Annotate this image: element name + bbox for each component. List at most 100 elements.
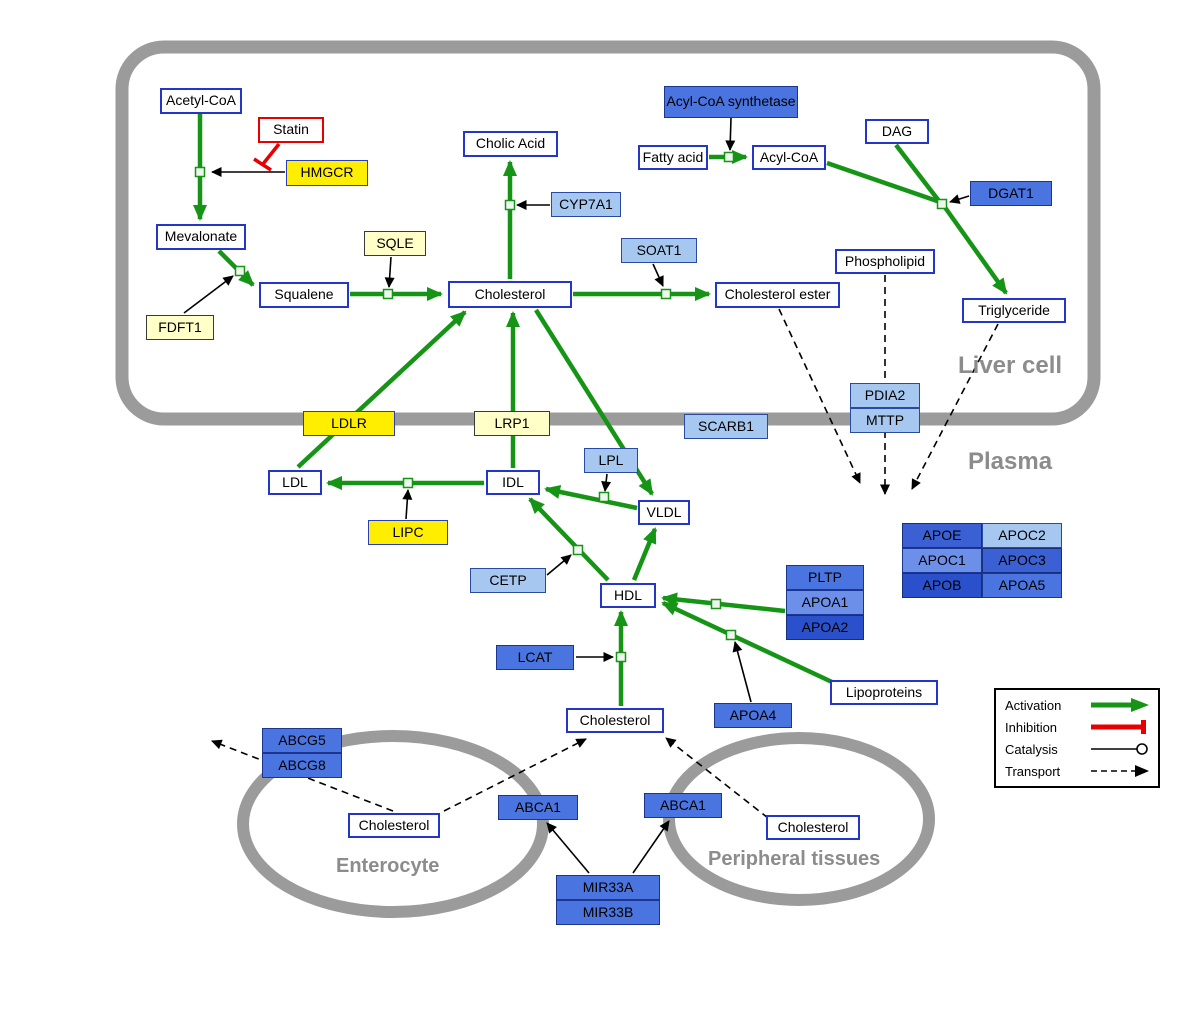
node-apob[interactable]: APOB [902,573,982,598]
node-statin[interactable]: Statin [258,117,324,143]
node-pdia2[interactable]: PDIA2 [850,383,920,408]
activation-node-to-triglyceride [942,204,1008,295]
node-scarb1[interactable]: SCARB1 [684,414,768,439]
node-lpl[interactable]: LPL [584,448,638,473]
node-mevalonate[interactable]: Mevalonate [156,224,246,250]
legend-inhibition-label: Inhibition [1005,719,1058,735]
catalysis-acylcoa-synthetase [725,117,736,151]
node-cholesterol-peripheral[interactable]: Cholesterol [766,815,860,840]
reaction-node-cetp [572,544,584,556]
reaction-node-fdft1 [234,265,246,277]
node-abcg5[interactable]: ABCG5 [262,728,342,753]
node-apoa1[interactable]: APOA1 [786,590,864,615]
regulation-mir33-abca1-enterocyte [546,822,590,874]
node-apoa2[interactable]: APOA2 [786,615,864,640]
legend: Activation Inhibition Catalysis Transpor… [994,688,1160,788]
node-apoe[interactable]: APOE [902,523,982,548]
node-phospholipid[interactable]: Phospholipid [835,249,935,274]
node-cholesterol-plasma[interactable]: Cholesterol [566,708,664,733]
legend-catalysis-label: Catalysis [1005,741,1058,757]
reaction-node-apoa-complex [710,598,722,610]
activation-hdl-to-idl [528,497,610,582]
node-cyp7a1[interactable]: CYP7A1 [551,192,621,217]
reaction-node-lpl [598,491,610,503]
legend-activation-label: Activation [1005,697,1062,713]
catalysis-sqle [384,256,395,288]
reaction-node-dgat1 [936,198,948,210]
region-label-liver-cell: Liver cell [958,352,1063,379]
node-ldl[interactable]: LDL [268,470,322,495]
node-acyl-coa-synthetase[interactable]: Acyl-CoA synthetase [664,86,798,118]
catalysis-dgat1 [949,194,970,204]
node-hmgcr[interactable]: HMGCR [286,160,368,186]
transport-cholesterol-abca1-enterocyte [443,738,587,812]
node-dgat1[interactable]: DGAT1 [970,181,1052,206]
node-acetyl-coa[interactable]: Acetyl-CoA [160,88,242,114]
node-cetp[interactable]: CETP [470,568,546,593]
node-mttp[interactable]: MTTP [850,408,920,433]
node-acyl-coa[interactable]: Acyl-CoA [752,145,826,170]
node-soat1[interactable]: SOAT1 [621,238,697,263]
activation-dag-to-dgat1-node [894,143,941,203]
catalysis-cetp [546,554,572,576]
node-cholic-acid[interactable]: Cholic Acid [463,131,558,157]
node-mir33b[interactable]: MIR33B [556,900,660,925]
regulation-mir33-abca1-peripheral [632,820,670,874]
node-mir33a[interactable]: MIR33A [556,875,660,900]
reaction-node-cyp7a1 [504,199,516,211]
node-abca1-peripheral[interactable]: ABCA1 [644,793,722,818]
reaction-node-acylcoa-synthetase [723,151,735,163]
inhibition-statin-tbar [253,157,272,172]
reaction-node-sqle [382,288,394,300]
node-hdl[interactable]: HDL [600,583,656,608]
catalysis-apoa4 [732,641,752,703]
reaction-node-lcat [615,651,627,663]
reaction-node-lipc [402,477,414,489]
activation-acylcoa-to-dgat1-node [826,160,941,205]
transport-dashed-arrow-icon [1091,765,1149,777]
node-apoc3[interactable]: APOC3 [982,548,1062,573]
activation-apoa-complex-to-hdl [661,592,786,614]
catalysis-lpl [601,473,612,492]
node-abca1-enterocyte[interactable]: ABCA1 [498,795,578,820]
node-lipoproteins[interactable]: Lipoproteins [830,680,938,705]
reaction-node-apoa4 [725,629,737,641]
legend-row-inhibition: Inhibition [1005,719,1149,735]
node-sqle[interactable]: SQLE [364,231,426,256]
activation-arrow-icon [1091,698,1149,712]
inhibition-tbar-icon [1091,720,1146,734]
node-apoa5[interactable]: APOA5 [982,573,1062,598]
node-ldlr[interactable]: LDLR [303,411,395,436]
node-cholesterol-ester[interactable]: Cholesterol ester [715,282,840,308]
node-lcat[interactable]: LCAT [496,645,574,670]
node-idl[interactable]: IDL [486,470,540,495]
node-apoa4[interactable]: APOA4 [714,703,792,728]
catalysis-fdft1 [183,275,234,314]
region-label-plasma: Plasma [968,448,1053,475]
legend-row-activation: Activation [1005,697,1149,713]
region-label-enterocyte: Enterocyte [336,855,440,877]
node-lrp1[interactable]: LRP1 [474,411,550,436]
node-cholesterol-enterocyte[interactable]: Cholesterol [348,813,440,838]
node-fatty-acid[interactable]: Fatty acid [638,145,708,170]
node-fdft1[interactable]: FDFT1 [146,315,214,340]
node-squalene[interactable]: Squalene [259,282,349,308]
inhibition-statin-line [261,142,281,166]
node-cholesterol-liver[interactable]: Cholesterol [448,281,572,308]
node-dag[interactable]: DAG [865,119,929,144]
node-vldl[interactable]: VLDL [638,500,690,525]
node-triglyceride[interactable]: Triglyceride [962,298,1066,323]
activation-ldl-via-ldlr-to-cholesterol [296,310,467,469]
node-pltp[interactable]: PLTP [786,565,864,590]
node-apoc1[interactable]: APOC1 [902,548,982,573]
catalysis-circle-icon [1091,743,1148,755]
node-abcg8[interactable]: ABCG8 [262,753,342,778]
activation-vldl-to-idl [544,485,638,511]
reaction-node-hmgcr [194,166,206,178]
node-apoc2[interactable]: APOC2 [982,523,1062,548]
legend-row-catalysis: Catalysis [1005,741,1149,757]
node-lipc[interactable]: LIPC [368,520,448,545]
catalysis-lipc [402,489,413,520]
reaction-node-soat1 [660,288,672,300]
